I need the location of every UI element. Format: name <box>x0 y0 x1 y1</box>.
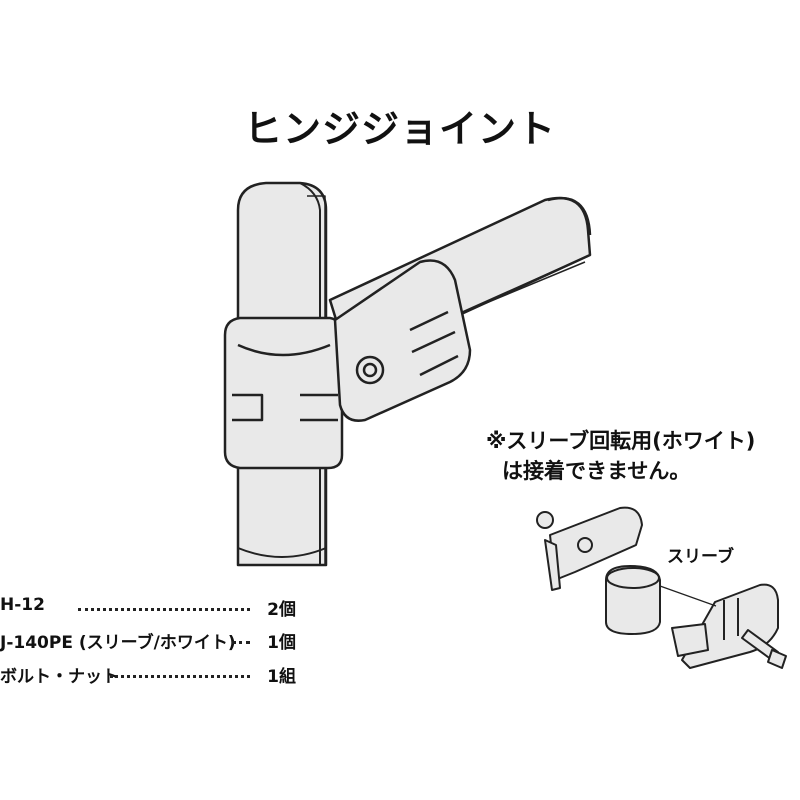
diagram-title: ヒンジジョイント <box>243 107 556 151</box>
leader-dots <box>110 675 250 678</box>
detail-clamp-right <box>671 583 779 669</box>
part-name: H-12 <box>0 595 45 615</box>
detail-bolt <box>741 629 787 669</box>
part-name: ボルト・ナット <box>0 667 119 687</box>
note-line-2: は接着できません。 <box>502 459 691 483</box>
horizontal-clamp <box>333 259 472 422</box>
part-quantity: 1組 <box>267 667 296 687</box>
parts-list-row: J-140PE (スリーブ/ホワイト) 1個 <box>0 628 300 654</box>
parts-list-row: H-12 2個 <box>0 595 300 621</box>
sleeve-leader-line <box>659 585 717 607</box>
nut <box>536 511 554 529</box>
vertical-clamp <box>223 316 344 470</box>
leader-dots <box>232 641 250 644</box>
note-line-1: ※スリーブ回転用(ホワイト) <box>486 429 756 453</box>
sleeve-label: スリーブ <box>667 547 734 567</box>
bolt <box>355 355 385 385</box>
sleeve <box>605 565 661 635</box>
parts-list-row: ボルト・ナット 1組 <box>0 662 300 688</box>
part-quantity: 1個 <box>267 633 296 653</box>
exploded-detail <box>536 506 787 669</box>
part-quantity: 2個 <box>267 600 296 620</box>
detail-clamp-left <box>544 506 643 591</box>
leader-dots <box>78 608 250 611</box>
part-name: J-140PE (スリーブ/ホワイト) <box>0 633 236 653</box>
